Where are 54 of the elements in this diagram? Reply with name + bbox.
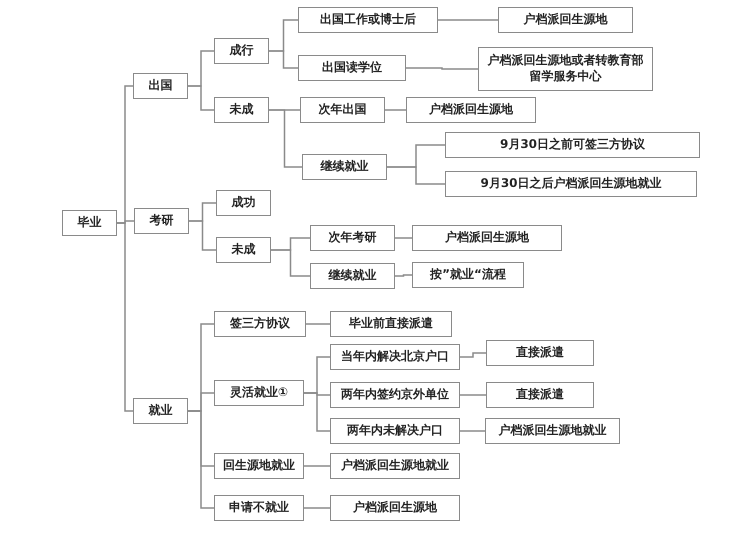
- process-box: 继续就业: [310, 263, 395, 289]
- process-box: 成功: [216, 190, 271, 216]
- process-box: 当年内解决北京户口: [330, 344, 460, 370]
- connector-line: [189, 220, 216, 251]
- process-box: 毕业: [62, 210, 117, 236]
- process-box: 未成: [214, 97, 269, 123]
- process-box: 户档派回生源地就业: [330, 453, 460, 479]
- process-box: 出国读学位: [298, 55, 406, 81]
- connector-line: [269, 50, 298, 69]
- connector-line: [188, 410, 214, 509]
- process-box: 户档派回生源地: [330, 495, 460, 521]
- process-box: 9月30日之前可签三方协议: [445, 132, 700, 158]
- process-box: 两年内签约京外单位: [330, 382, 460, 408]
- process-box: 户档派回生源地就业: [485, 418, 620, 444]
- process-box: 按”就业“流程: [412, 262, 524, 288]
- process-box: 继续就业: [302, 154, 387, 180]
- connector-line: [304, 507, 330, 509]
- process-box: 两年内未解决户口: [330, 418, 460, 444]
- process-box: 户档派回生源地: [412, 225, 562, 251]
- process-box: 毕业前直接派遣: [330, 311, 452, 337]
- connector-line: [304, 465, 330, 467]
- process-box: 签三方协议: [214, 311, 306, 337]
- process-box: 9月30日之后户档派回生源地就业: [445, 171, 697, 197]
- process-box: 户档派回生源地: [498, 7, 633, 33]
- connector-line: [395, 237, 412, 239]
- process-box: 回生源地就业: [214, 453, 304, 479]
- connector-line: [406, 67, 478, 70]
- process-box: 出国工作或博士后: [298, 7, 438, 33]
- connector-line: [188, 85, 214, 111]
- process-box: 出国: [133, 73, 188, 99]
- process-box: 灵活就业①: [214, 380, 304, 406]
- process-box: 就业: [133, 398, 188, 424]
- process-box: 户档派回生源地: [406, 97, 536, 123]
- connector-line: [387, 166, 445, 185]
- connector-line: [385, 109, 406, 111]
- process-box: 次年考研: [310, 225, 395, 251]
- process-box: 未成: [216, 237, 271, 263]
- connector-line: [438, 19, 498, 21]
- connector-line: [395, 274, 412, 277]
- process-box: 直接派遣: [486, 340, 594, 366]
- connector-line: [460, 394, 486, 396]
- process-box: 户档派回生源地或者转教育部留学服务中心: [478, 47, 653, 91]
- connector-line: [269, 109, 302, 168]
- process-box: 申请不就业: [214, 495, 304, 521]
- connector-line: [271, 249, 310, 277]
- process-box: 次年出国: [300, 97, 385, 123]
- connector-line: [460, 430, 485, 432]
- connector-line: [304, 392, 330, 432]
- connector-line: [460, 352, 486, 358]
- process-box: 考研: [134, 208, 189, 234]
- connector-line: [306, 323, 330, 325]
- connector-line: [117, 222, 133, 412]
- process-box: 成行: [214, 38, 269, 64]
- process-box: 直接派遣: [486, 382, 594, 408]
